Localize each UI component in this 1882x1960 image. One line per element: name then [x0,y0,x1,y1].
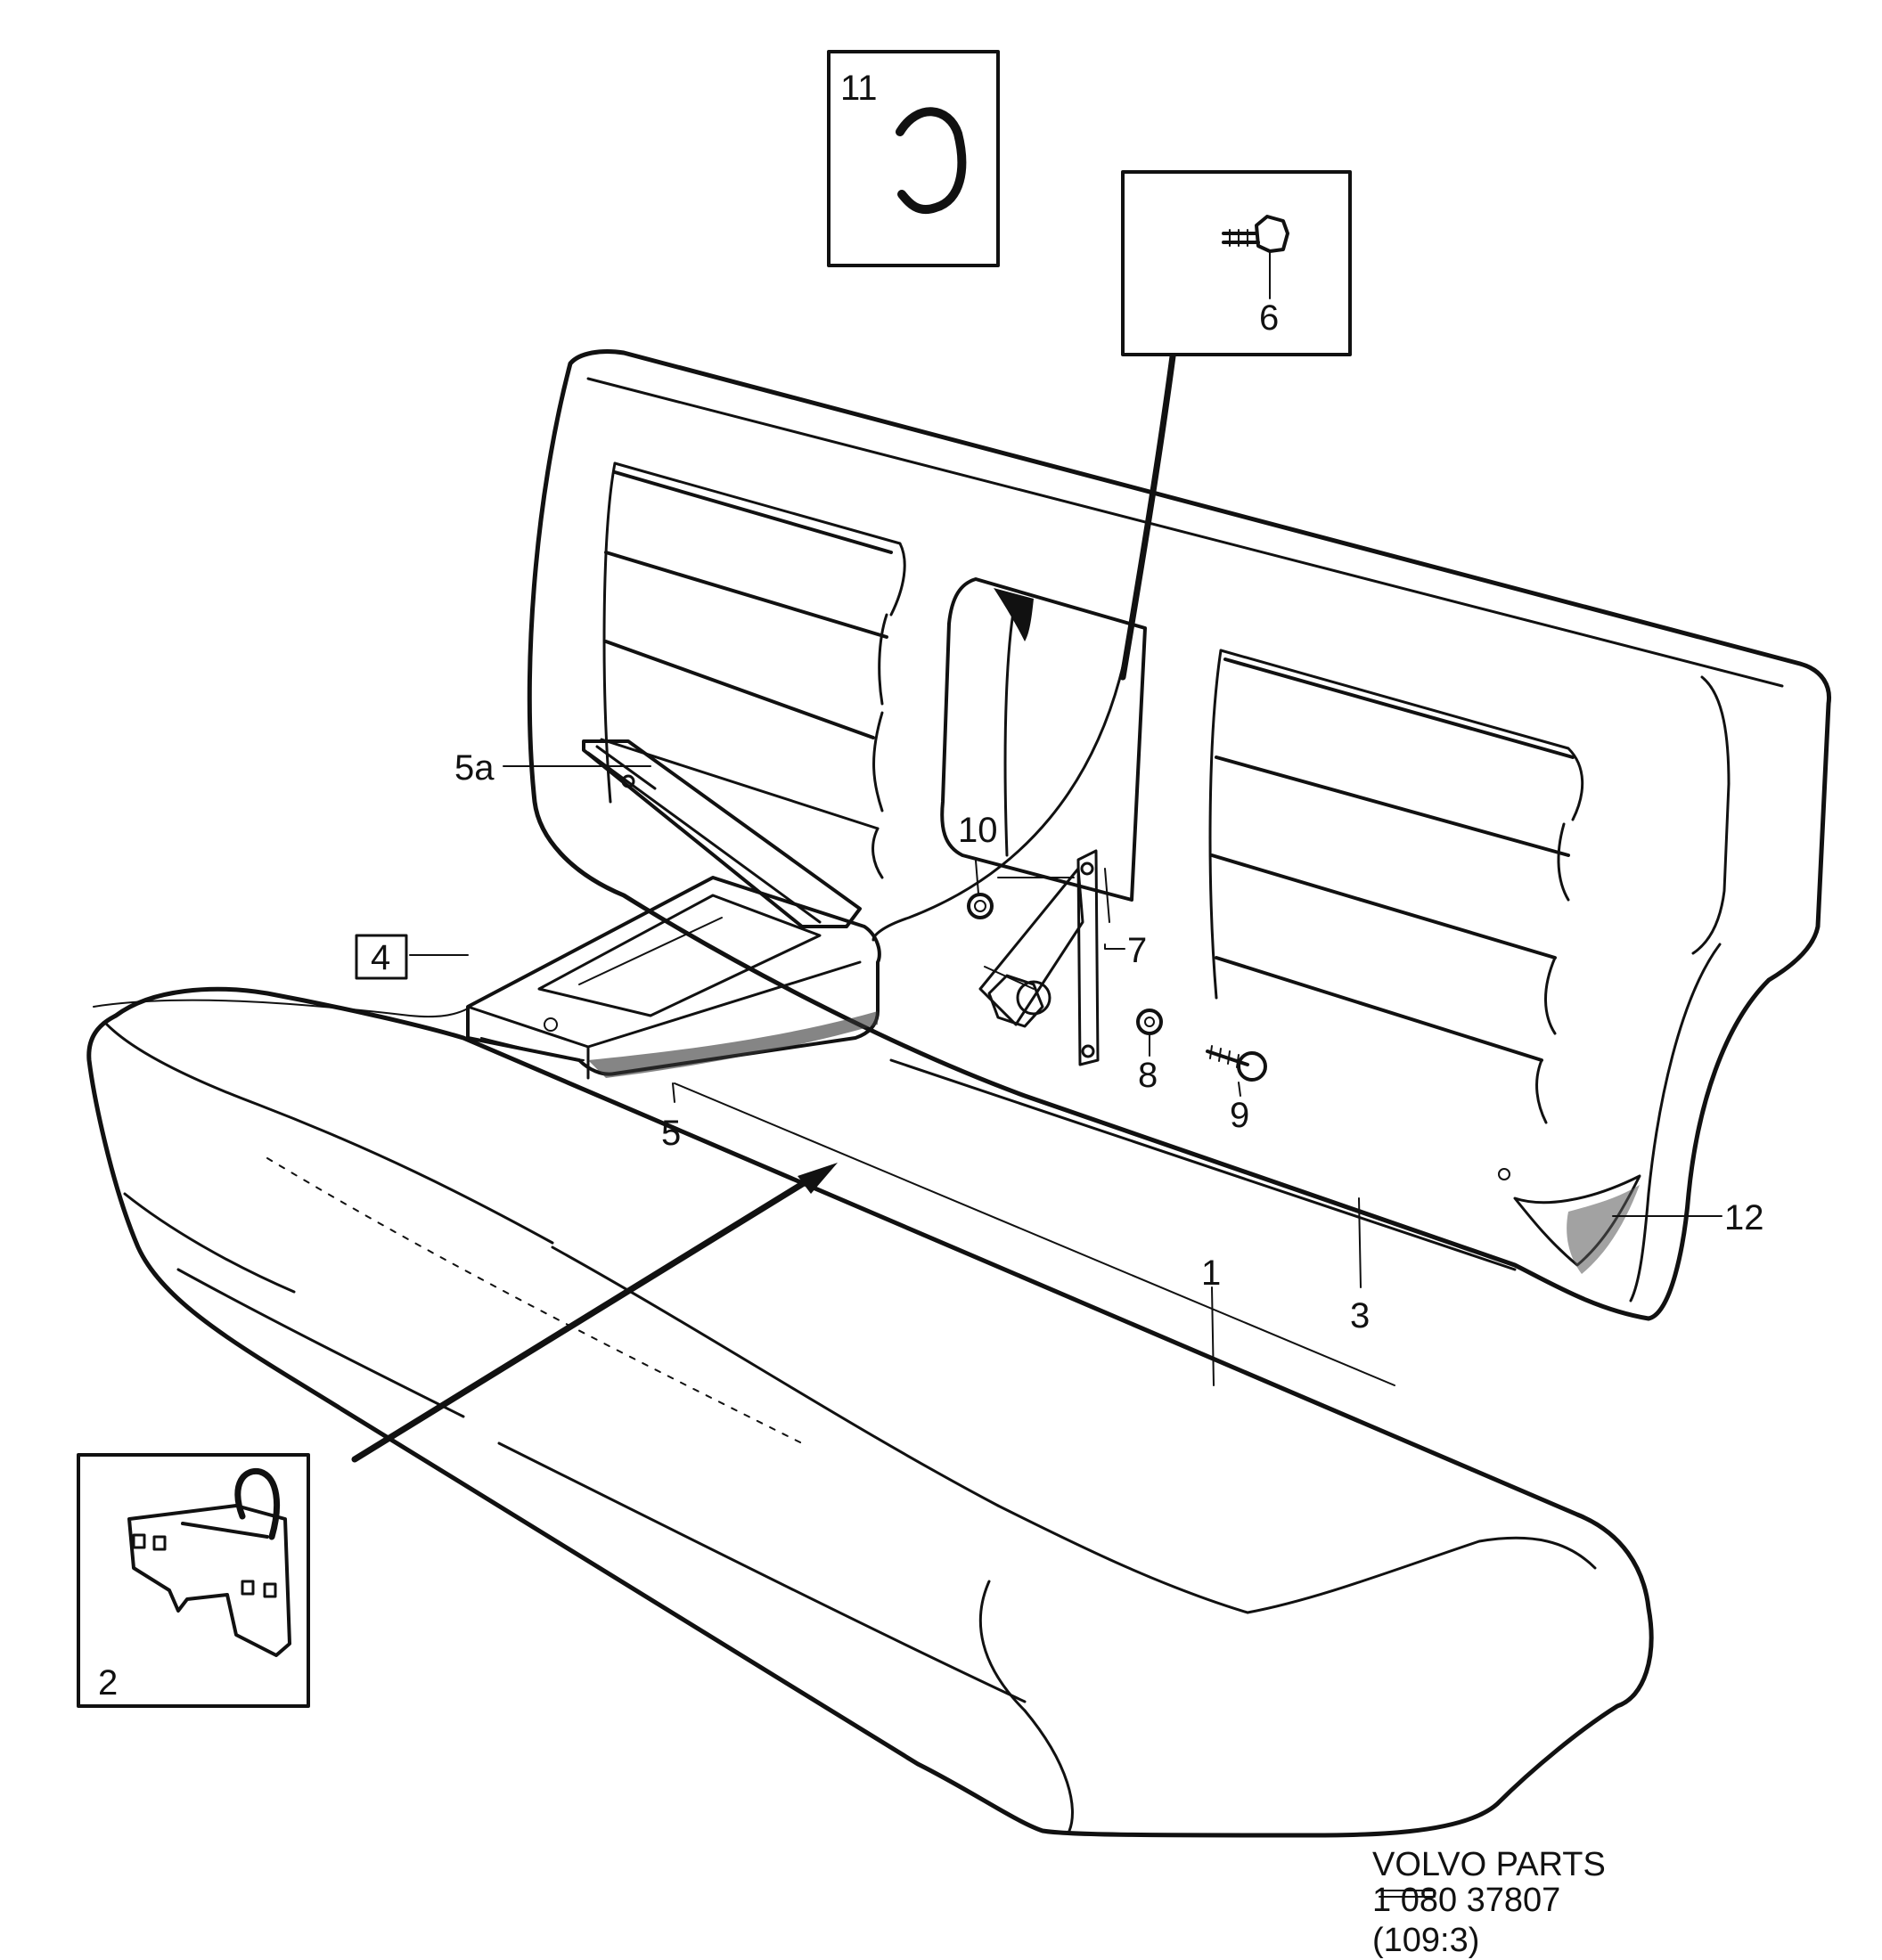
callout-3: 3 [1350,1296,1370,1335]
footer-brand: VOLVO PARTS [1372,1846,1606,1883]
callout-6: 6 [1259,298,1279,338]
ring-10 [967,893,994,919]
armrest [466,739,881,1080]
seat-cushion [86,986,1654,1838]
callout-12: 12 [1724,1198,1764,1237]
detail-box-2 [77,1453,310,1708]
callout-7: 7 [1127,931,1147,970]
callout-11: 11 [840,69,878,108]
callout-9: 9 [1230,1096,1249,1135]
armrest-bracket [978,849,1110,1066]
backrest [527,349,1832,1321]
footer-part-number: 1 080 37807 [1372,1882,1560,1919]
callout-1: 1 [1201,1254,1221,1293]
detail-box-6 [1121,170,1352,356]
callout-4: 4 [371,938,390,977]
callout-2: 2 [98,1663,118,1703]
callout-labels: 1 2 3 4 5 5a 6 7 8 9 10 11 12 [98,69,1764,1703]
footer-page-ref: (109:3) [1372,1922,1479,1959]
nut-8 [1136,1009,1163,1035]
callout-4-box [355,934,408,980]
screw-9 [1206,1045,1267,1082]
callout-8: 8 [1138,1056,1158,1095]
leader-lines [93,250,1722,1463]
callout-5a: 5a [454,748,495,788]
detail-box-11 [827,50,1000,267]
parts-reference: VOLVO PARTS 1 080 37807 (109:3) [1372,1846,1606,1959]
callout-10: 10 [958,811,998,850]
callout-5: 5 [661,1114,681,1153]
